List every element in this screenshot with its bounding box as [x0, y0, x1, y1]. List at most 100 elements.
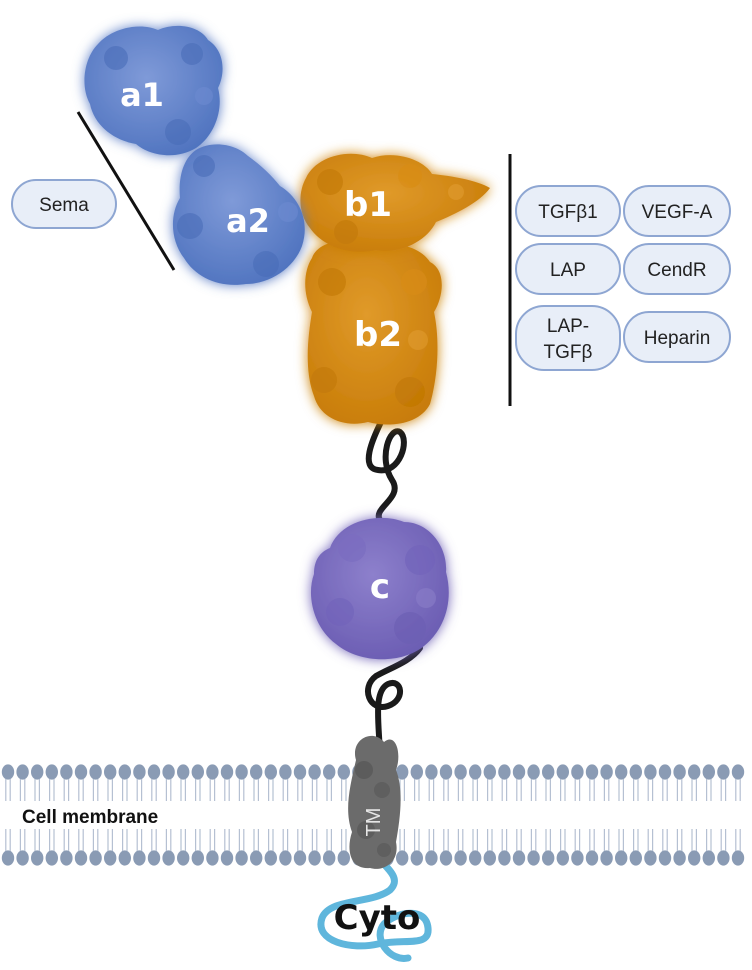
lipid-head	[512, 850, 526, 866]
lipid-head	[89, 764, 102, 780]
lipid-head	[206, 764, 219, 780]
lipid-head	[206, 850, 219, 866]
lipid-head	[74, 764, 88, 780]
lipid-head	[250, 850, 263, 866]
lipid-head	[542, 764, 555, 780]
lipid-head	[118, 764, 131, 780]
tm-label: TM	[363, 808, 385, 837]
lipid-head	[600, 764, 613, 780]
sema-pill: Sema	[11, 179, 117, 229]
lipid-head	[1, 850, 15, 866]
ligand-pill-tgfb1: TGFβ1	[515, 185, 621, 237]
ligand-tgfb1-label: TGFβ1	[538, 202, 598, 223]
lipid-head	[45, 764, 58, 780]
lipid-head	[396, 764, 409, 780]
a1-domain	[84, 25, 223, 156]
lipid-head	[556, 850, 569, 866]
lipid-head	[571, 850, 584, 866]
lipid-head	[410, 850, 423, 866]
lipid-head	[717, 850, 730, 866]
lipid-head	[731, 764, 745, 780]
lipid-head	[279, 850, 292, 866]
lipid-head	[688, 764, 701, 780]
sema-label: Sema	[39, 195, 89, 216]
lipid-head	[293, 764, 307, 780]
lipid-head	[16, 764, 29, 780]
lipid-head	[74, 850, 88, 866]
lipid-head	[527, 850, 540, 866]
lipid-head	[498, 850, 511, 866]
lipid-head	[454, 764, 467, 780]
ligand-pill-heparin: Heparin	[623, 311, 731, 363]
ligand-pill-cendr: CendR	[623, 243, 731, 295]
lipid-head	[147, 764, 161, 780]
b1-domain	[300, 153, 490, 252]
lipid-head	[571, 764, 584, 780]
b1-label: b1	[344, 185, 392, 225]
ligand-cendr-label: CendR	[647, 260, 706, 281]
lipid-head	[702, 850, 715, 866]
lipid-head	[396, 850, 409, 866]
ligand-lap-label: LAP	[550, 260, 586, 281]
lipid-head	[31, 764, 44, 780]
lipid-head	[644, 850, 657, 866]
lipid-head	[556, 764, 569, 780]
lipid-head	[162, 850, 175, 866]
lipid-head	[250, 764, 263, 780]
lipid-head	[220, 850, 234, 866]
lipid-head	[308, 764, 321, 780]
a1-label: a1	[120, 76, 164, 114]
lipid-head	[337, 764, 350, 780]
lipid-head	[235, 850, 248, 866]
a2-domain	[172, 144, 305, 285]
lipid-head	[644, 764, 657, 780]
lipid-head	[31, 850, 44, 866]
lipid-head	[1, 764, 15, 780]
lipid-head	[220, 764, 234, 780]
ligand-pill-vegfa: VEGF-A	[623, 185, 731, 237]
lipid-head	[323, 850, 336, 866]
lipid-head	[512, 764, 526, 780]
lipid-head	[658, 850, 672, 866]
lipid-head	[133, 850, 146, 866]
lipid-head	[629, 764, 642, 780]
lipid-head	[235, 764, 248, 780]
lipid-head	[688, 850, 701, 866]
lipid-head	[191, 850, 204, 866]
lipid-head	[425, 850, 438, 866]
tm-domain	[348, 735, 401, 869]
lipid-head	[191, 764, 204, 780]
lipid-head	[542, 850, 555, 866]
lipid-head	[323, 764, 336, 780]
lipid-head	[104, 764, 117, 780]
ligand-lap-tgfb-line1: LAP-	[547, 316, 589, 337]
lipid-head	[118, 850, 131, 866]
cyto-label: Cyto	[334, 898, 421, 938]
lipid-head	[600, 850, 613, 866]
ligand-pill-lap-tgfb: LAP- TGFβ	[515, 305, 621, 371]
lipid-head	[483, 764, 496, 780]
lipid-head	[133, 764, 146, 780]
lipid-head	[264, 850, 277, 866]
lipid-head	[147, 850, 161, 866]
lipid-head	[454, 850, 467, 866]
c-domain	[310, 517, 449, 660]
ligand-heparin-label: Heparin	[644, 328, 711, 349]
lipid-head	[177, 850, 190, 866]
lipid-head	[162, 764, 175, 780]
lipid-head	[673, 850, 686, 866]
b2-label: b2	[354, 315, 402, 355]
lipid-head	[104, 850, 117, 866]
ligand-vegfa-label: VEGF-A	[642, 202, 713, 223]
lipid-head	[585, 850, 599, 866]
lipid-head	[279, 764, 292, 780]
lipid-head	[425, 764, 438, 780]
linker-c-tm	[365, 645, 423, 763]
lipid-head	[45, 850, 58, 866]
a2-label: a2	[226, 202, 270, 240]
lipid-head	[337, 850, 350, 866]
lipid-head	[264, 764, 277, 780]
lipid-head	[177, 764, 190, 780]
lipid-head	[469, 764, 482, 780]
